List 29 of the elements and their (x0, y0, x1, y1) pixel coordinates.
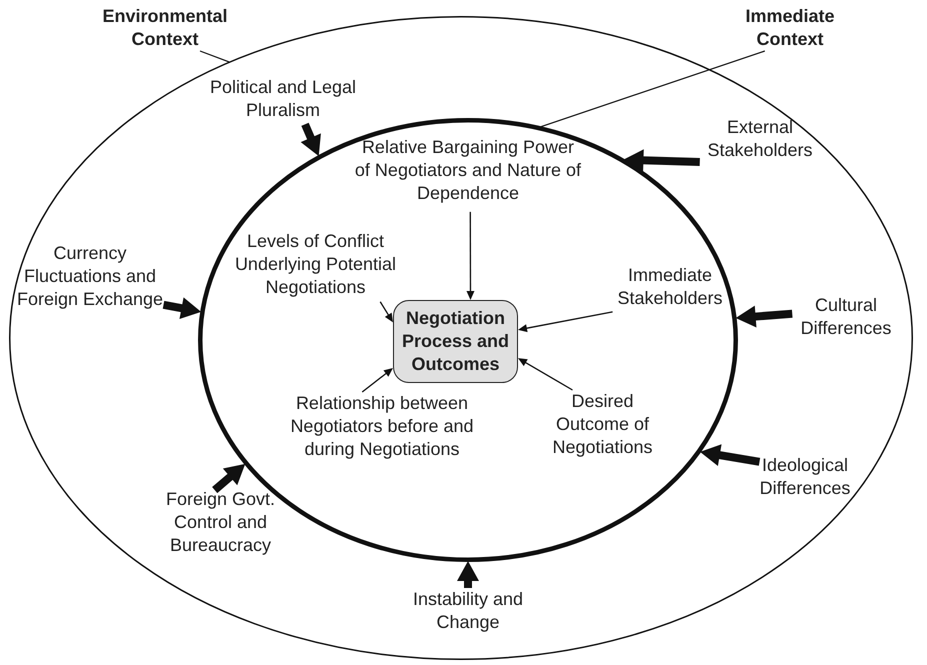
factor-label: External Stakeholders (690, 116, 830, 162)
factor-label: Instability and Change (401, 588, 535, 634)
arrow (518, 358, 573, 391)
block-arrow (457, 561, 479, 588)
arrow (466, 212, 474, 300)
factor-label: Levels of Conflict Underlying Potential Negotiations (228, 230, 403, 299)
arrow (380, 301, 393, 322)
factor-label: Ideological Differences (740, 454, 870, 500)
context-heading: Environmental Context (95, 5, 235, 51)
factor-label: Immediate Stakeholders (600, 264, 740, 310)
block-arrow (736, 306, 793, 328)
block-arrow (623, 149, 700, 172)
factor-label: Relationship between Negotiators before and during Negotiations (272, 392, 492, 461)
block-arrow (300, 122, 321, 156)
block-arrow (212, 464, 246, 494)
factor-label: Foreign Govt. Control and Bureaucracy (148, 488, 293, 557)
block-arrow (162, 297, 202, 319)
context-heading: Immediate Context (720, 5, 860, 51)
factor-label: Currency Fluctuations and Foreign Exchange (15, 242, 165, 311)
process-box: Negotiation Process and Outcomes (393, 300, 518, 383)
factor-label: Desired Outcome of Negotiations (540, 390, 665, 459)
leader-line (540, 50, 765, 128)
factor-label: Relative Bargaining Power of Negotiators and Nature of Dependence (353, 136, 583, 205)
leader-line (200, 50, 230, 63)
factor-label: Political and Legal Pluralism (195, 76, 371, 122)
arrow (518, 311, 613, 332)
block-arrow (700, 444, 760, 466)
factor-label: Cultural Differences (790, 294, 902, 340)
arrow (362, 368, 393, 393)
